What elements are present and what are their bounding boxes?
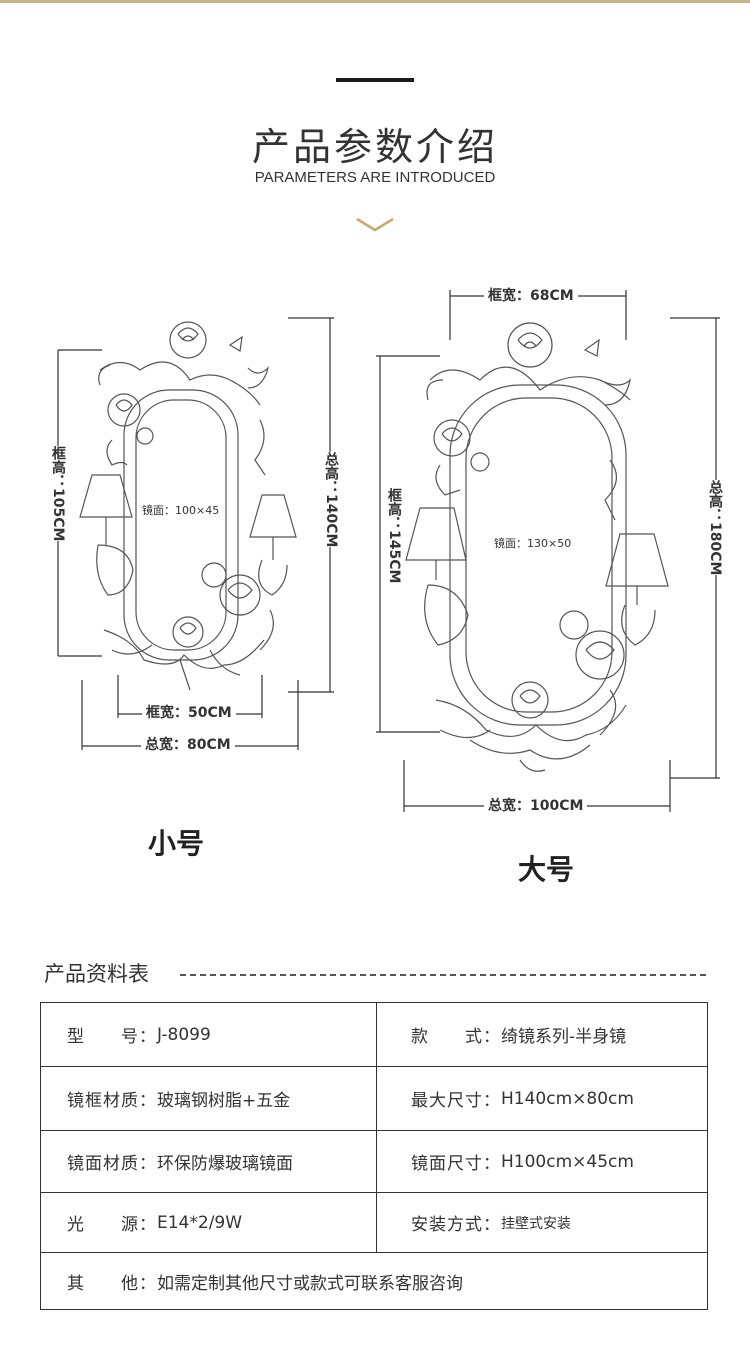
cell-value: E14*2/9W	[157, 1212, 243, 1233]
cell-key: 最大尺寸：	[411, 1091, 501, 1111]
table-cell: 款 式：绮镜系列-半身镜	[377, 1003, 707, 1066]
small-frame-height-label: 框高：105CM	[49, 446, 67, 542]
table-row: 其 他：如需定制其他尺寸或款式可联系客服咨询	[41, 1253, 707, 1309]
large-frame-width-label: 框宽：68CM	[484, 287, 578, 305]
cell-value: 环保防爆玻璃镜面	[157, 1154, 293, 1174]
small-total-width-label: 总宽：80CM	[141, 736, 235, 754]
cell-key: 镜框材质：	[67, 1091, 157, 1111]
small-mirror-size-label: 镜面：100×45	[142, 502, 220, 518]
cell-value: H100cm×45cm	[501, 1151, 634, 1172]
table-title-divider	[180, 974, 706, 976]
table-row: 型 号：J-8099 款 式：绮镜系列-半身镜	[41, 1003, 707, 1067]
table-row: 镜框材质：玻璃钢树脂+五金 最大尺寸：H140cm×80cm	[41, 1067, 707, 1131]
cell-value: 绮镜系列-半身镜	[501, 1027, 627, 1047]
cell-key: 型 号：	[67, 1027, 157, 1047]
chevron-down-icon	[356, 217, 394, 232]
table-row: 镜面材质：环保防爆玻璃镜面 镜面尺寸：H100cm×45cm	[41, 1131, 707, 1193]
table-cell: 光 源：E14*2/9W	[41, 1193, 377, 1252]
large-mirror-size-label: 镜面：130×50	[494, 535, 572, 551]
cell-key: 其 他：	[67, 1273, 157, 1294]
cell-key: 镜面材质：	[67, 1154, 157, 1174]
large-total-height-label: 总高：180CM	[706, 480, 724, 576]
mirror-illustrations	[57, 290, 720, 812]
table-cell: 其 他：如需定制其他尺寸或款式可联系客服咨询	[41, 1253, 707, 1309]
cell-value: 挂壁式安装	[501, 1215, 571, 1232]
table-cell: 镜面尺寸：H100cm×45cm	[377, 1131, 707, 1192]
spec-table: 型 号：J-8099 款 式：绮镜系列-半身镜 镜框材质：玻璃钢树脂+五金 最大…	[40, 1002, 708, 1310]
cell-value: J-8099	[157, 1024, 211, 1045]
small-frame-width-label: 框宽：50CM	[142, 704, 236, 722]
top-border	[0, 0, 750, 3]
cell-value: 玻璃钢树脂+五金	[157, 1091, 291, 1111]
table-cell: 安装方式：挂壁式安装	[377, 1193, 707, 1252]
small-total-height-label: 总高：140CM	[322, 452, 340, 548]
table-cell: 镜面材质：环保防爆玻璃镜面	[41, 1131, 377, 1192]
table-cell: 最大尺寸：H140cm×80cm	[377, 1067, 707, 1130]
small-size-name: 小号	[148, 827, 205, 860]
cell-key: 镜面尺寸：	[411, 1154, 501, 1174]
large-size-name: 大号	[518, 853, 575, 886]
cell-key: 安装方式：	[411, 1215, 501, 1235]
table-title: 产品资料表	[44, 958, 159, 988]
cell-value: 如需定制其他尺寸或款式可联系客服咨询	[157, 1273, 463, 1294]
table-cell: 镜框材质：玻璃钢树脂+五金	[41, 1067, 377, 1130]
page-title: 产品参数介绍	[251, 125, 498, 169]
cell-key: 款 式：	[411, 1027, 501, 1047]
page-subtitle: PARAMETERS ARE INTRODUCED	[254, 169, 496, 186]
large-frame-height-label: 框高：145CM	[385, 488, 403, 584]
table-cell: 型 号：J-8099	[41, 1003, 377, 1066]
large-total-width-label: 总宽：100CM	[484, 797, 588, 815]
cell-key: 光 源：	[67, 1215, 157, 1235]
cell-value: H140cm×80cm	[501, 1088, 634, 1109]
table-row: 光 源：E14*2/9W 安装方式：挂壁式安装	[41, 1193, 707, 1253]
title-accent-bar	[336, 78, 414, 82]
